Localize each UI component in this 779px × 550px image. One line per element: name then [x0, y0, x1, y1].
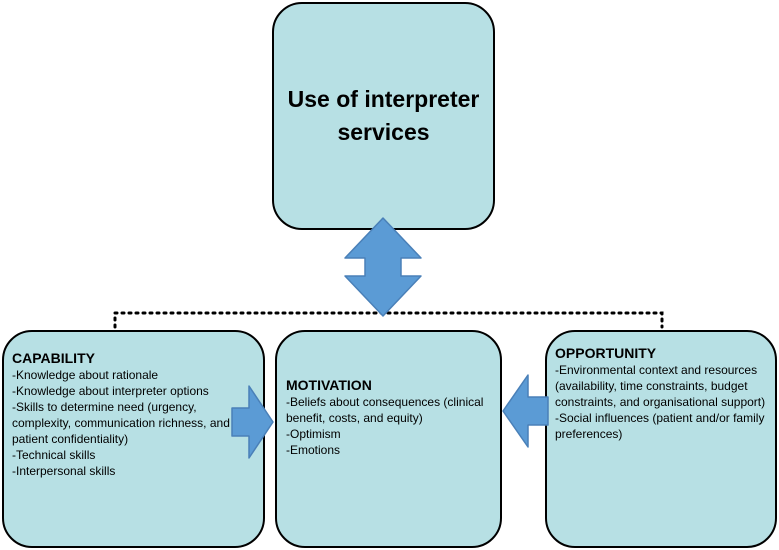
capability-item: -Interpersonal skills [12, 464, 116, 478]
capability-item: -Knowledge about interpreter options [12, 384, 209, 398]
arrow-opportunity-to-motivation [502, 374, 549, 448]
arrow-capability-to-motivation [231, 385, 274, 459]
motivation-box: MOTIVATION -Beliefs about consequences (… [275, 330, 502, 548]
capability-item: -Skills to determine need (urgency, comp… [12, 400, 230, 446]
dotted-connector [113, 311, 664, 329]
capability-item: -Knowledge about rationale [12, 368, 159, 382]
double-arrow-vertical [344, 217, 422, 317]
capability-item: -Technical skills [12, 448, 96, 462]
motivation-item: -Beliefs about consequences (clinical be… [286, 395, 484, 425]
motivation-title: MOTIVATION [286, 377, 372, 393]
capability-title: CAPABILITY [12, 350, 95, 366]
opportunity-item: -Environmental context and resources (av… [555, 363, 766, 409]
motivation-item: -Emotions [286, 443, 341, 457]
opportunity-list: -Environmental context and resources (av… [555, 362, 770, 442]
opportunity-item: -Social influences (patient and/or famil… [555, 411, 765, 441]
top-box-title: Use of interpreter services [287, 86, 480, 145]
capability-list: -Knowledge about rationale -Knowledge ab… [12, 367, 244, 479]
motivation-list: -Beliefs about consequences (clinical be… [286, 394, 498, 458]
use-of-interpreter-services-box: Use of interpreter services [272, 2, 495, 230]
opportunity-title: OPPORTUNITY [555, 345, 657, 361]
capability-box: CAPABILITY -Knowledge about rationale -K… [2, 330, 265, 548]
opportunity-box: OPPORTUNITY -Environmental context and r… [545, 330, 777, 548]
motivation-item: -Optimism [286, 427, 341, 441]
